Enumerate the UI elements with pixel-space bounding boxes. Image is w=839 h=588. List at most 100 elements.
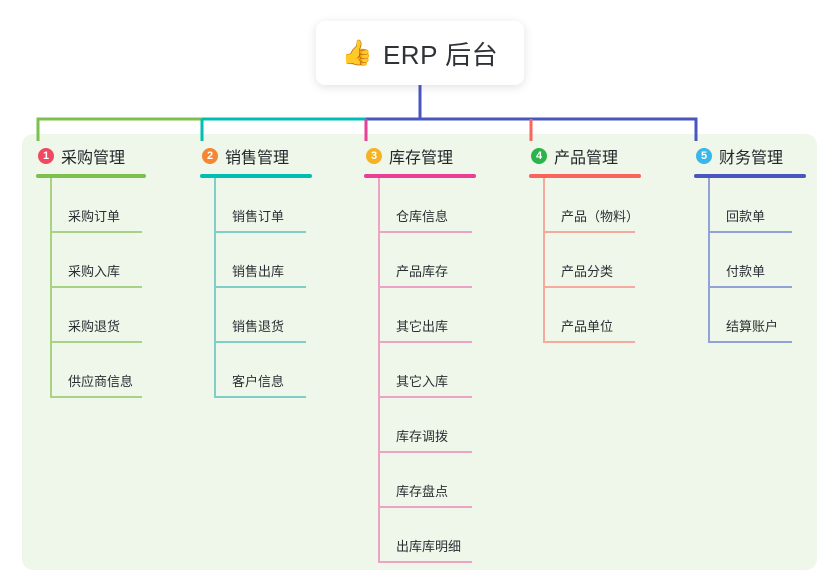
child-item-rule: [543, 286, 635, 288]
column-children: 采购订单采购入库采购退货供应商信息: [36, 178, 146, 398]
child-item-rule: [50, 286, 142, 288]
child-spine: [50, 178, 52, 398]
child-item-rule: [543, 341, 635, 343]
child-item-label: 采购入库: [68, 264, 121, 279]
child-item-label: 付款单: [726, 264, 766, 279]
child-item[interactable]: 其它出库: [378, 288, 476, 343]
child-item-label: 其它入库: [396, 374, 449, 389]
child-spine: [214, 178, 216, 398]
child-item-label: 采购订单: [68, 209, 121, 224]
column-header-rule: [364, 174, 476, 178]
child-item-rule: [708, 231, 792, 233]
child-item-label: 库存盘点: [396, 484, 449, 499]
root-node-label: ERP 后台: [382, 39, 499, 70]
column-number-badge: 3: [366, 148, 382, 164]
child-item[interactable]: 产品库存: [378, 233, 476, 288]
child-item-rule: [214, 396, 306, 398]
column-title: 财务管理: [719, 150, 784, 167]
child-item-label: 产品库存: [396, 264, 449, 279]
column-3: 3 库存管理仓库信息产品库存其它出库其它入库库存调拨库存盘点出库库明细: [364, 143, 476, 563]
child-item-label: 仓库信息: [396, 209, 449, 224]
child-item-label: 出库库明细: [396, 539, 462, 554]
column-title: 销售管理: [225, 150, 290, 167]
child-spine: [543, 178, 545, 343]
child-item-rule: [708, 286, 792, 288]
root-node[interactable]: 👍 ERP 后台: [316, 21, 524, 85]
child-item-rule: [378, 451, 472, 453]
column-header-rule: [529, 174, 641, 178]
column-header[interactable]: 2 销售管理: [200, 143, 312, 169]
child-item-label: 结算账户: [726, 319, 779, 334]
child-item-rule: [378, 341, 472, 343]
child-item-label: 产品分类: [561, 264, 614, 279]
column-header[interactable]: 3 库存管理: [364, 143, 476, 169]
child-item[interactable]: 产品（物料）: [543, 178, 641, 233]
child-item[interactable]: 供应商信息: [50, 343, 146, 398]
child-item-label: 产品单位: [561, 319, 614, 334]
column-1: 1 采购管理采购订单采购入库采购退货供应商信息: [36, 143, 146, 398]
child-item-label: 供应商信息: [68, 374, 134, 389]
column-children: 仓库信息产品库存其它出库其它入库库存调拨库存盘点出库库明细: [364, 178, 476, 563]
child-item-rule: [543, 231, 635, 233]
child-item[interactable]: 销售订单: [214, 178, 312, 233]
child-spine: [708, 178, 710, 343]
child-item-rule: [50, 341, 142, 343]
child-item[interactable]: 库存调拨: [378, 398, 476, 453]
child-item[interactable]: 销售退货: [214, 288, 312, 343]
column-header[interactable]: 5 财务管理: [694, 143, 806, 169]
child-item[interactable]: 付款单: [708, 233, 806, 288]
column-children: 产品（物料） 产品分类产品单位: [529, 178, 641, 343]
child-item-label: 产品（物料）: [561, 209, 640, 224]
child-item-rule: [378, 561, 472, 563]
child-item[interactable]: 产品分类: [543, 233, 641, 288]
child-item-rule: [378, 396, 472, 398]
column-2: 2 销售管理销售订单销售出库销售退货客户信息: [200, 143, 312, 398]
child-item-rule: [50, 396, 142, 398]
column-header-rule: [36, 174, 146, 178]
child-item[interactable]: 其它入库: [378, 343, 476, 398]
child-item-rule: [378, 231, 472, 233]
column-number-badge: 2: [202, 148, 218, 164]
child-item-label: 采购退货: [68, 319, 121, 334]
child-item[interactable]: 采购入库: [50, 233, 146, 288]
thumbs-up-icon: 👍: [341, 38, 373, 67]
child-item-rule: [50, 231, 142, 233]
child-item-rule: [214, 231, 306, 233]
child-item[interactable]: 库存盘点: [378, 453, 476, 508]
child-item[interactable]: 回款单: [708, 178, 806, 233]
column-header-rule: [200, 174, 312, 178]
column-header-rule: [694, 174, 806, 178]
child-item-rule: [378, 506, 472, 508]
child-spine: [378, 178, 380, 563]
child-item-label: 销售出库: [232, 264, 285, 279]
child-item-label: 客户信息: [232, 374, 285, 389]
child-item-label: 其它出库: [396, 319, 449, 334]
column-number-badge: 4: [531, 148, 547, 164]
child-item-rule: [214, 341, 306, 343]
child-item-label: 销售订单: [232, 209, 285, 224]
column-5: 5 财务管理回款单付款单结算账户: [694, 143, 806, 343]
child-item[interactable]: 仓库信息: [378, 178, 476, 233]
child-item-rule: [378, 286, 472, 288]
child-item-label: 销售退货: [232, 319, 285, 334]
column-title: 库存管理: [389, 150, 454, 167]
column-number-badge: 1: [38, 148, 54, 164]
column-number-badge: 5: [696, 148, 712, 164]
column-header[interactable]: 1 采购管理: [36, 143, 146, 169]
child-item[interactable]: 出库库明细: [378, 508, 476, 563]
child-item-rule: [708, 341, 792, 343]
child-item[interactable]: 采购退货: [50, 288, 146, 343]
child-item[interactable]: 产品单位: [543, 288, 641, 343]
column-children: 销售订单销售出库销售退货客户信息: [200, 178, 312, 398]
child-item-label: 回款单: [726, 209, 766, 224]
child-item[interactable]: 销售出库: [214, 233, 312, 288]
diagram-panel: [22, 134, 817, 570]
child-item[interactable]: 采购订单: [50, 178, 146, 233]
column-title: 采购管理: [61, 150, 126, 167]
child-item-rule: [214, 286, 306, 288]
child-item-label: 库存调拨: [396, 429, 449, 444]
child-item[interactable]: 结算账户: [708, 288, 806, 343]
child-item[interactable]: 客户信息: [214, 343, 312, 398]
